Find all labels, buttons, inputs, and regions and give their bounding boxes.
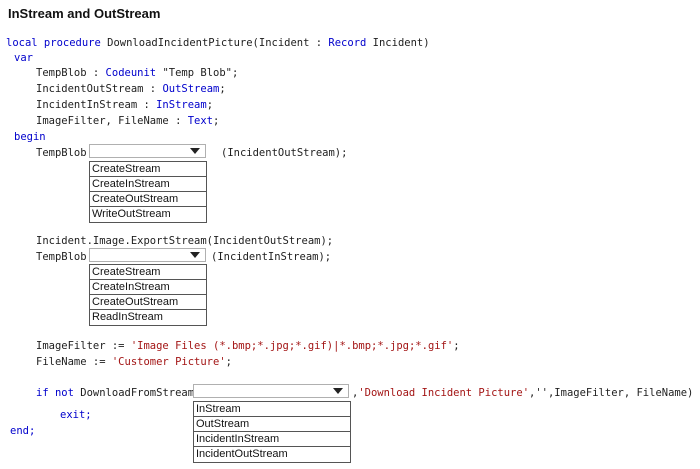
code-text: ; xyxy=(213,115,220,127)
code-line-if-rest: ,'Download Incident Picture','',ImageFil… xyxy=(352,386,700,400)
code-text: "Temp Blob"; xyxy=(156,67,239,79)
chevron-down-icon[interactable] xyxy=(190,148,200,154)
code-line-outstream: IncidentOutStream : OutStream; xyxy=(36,82,226,96)
code-text: DownloadIncidentPicture(Incident : xyxy=(100,37,329,49)
code-text: ImageFilter := xyxy=(36,340,131,352)
code-line-exit: exit; xyxy=(60,409,92,421)
code-text: ; xyxy=(219,83,226,95)
type-keyword: InStream xyxy=(156,99,207,111)
dropdown-2[interactable] xyxy=(89,248,206,262)
dropdown-3[interactable] xyxy=(193,384,349,398)
option[interactable]: ReadInStream xyxy=(92,311,163,323)
string-literal: 'Download Incident Picture' xyxy=(358,387,530,399)
code-text: ; xyxy=(225,356,232,368)
type-keyword: Text xyxy=(187,115,214,127)
code-line-imagefilter: ImageFilter := 'Image Files (*.bmp;*.jpg… xyxy=(36,339,460,353)
option[interactable]: CreateInStream xyxy=(90,280,206,295)
option[interactable]: InStream xyxy=(194,402,350,417)
option[interactable]: CreateStream xyxy=(90,162,206,177)
code-line-filename: FileName := 'Customer Picture'; xyxy=(36,355,232,369)
code-line-instream: IncidentInStream : InStream; xyxy=(36,98,213,112)
code-line-tb2-suffix: (IncidentInStream); xyxy=(211,251,332,263)
code-line-tb2-prefix: TempBlob. xyxy=(36,251,93,263)
code-line-if: if not DownloadFromStream( xyxy=(36,386,200,400)
code-line-export: Incident.Image.ExportStream(IncidentOutS… xyxy=(36,235,334,247)
code-text: DownloadFromStream( xyxy=(73,387,201,399)
code-line-procedure: local procedure DownloadIncidentPicture(… xyxy=(6,36,430,50)
code-line-end: end; xyxy=(10,425,36,437)
keyword: local procedure xyxy=(6,37,101,49)
code-line-begin: begin xyxy=(14,131,46,143)
code-text: TempBlob : xyxy=(36,67,106,79)
option[interactable]: CreateOutStream xyxy=(90,295,206,310)
code-text: Incident) xyxy=(366,37,430,49)
code-line-tb1-suffix: (IncidentOutStream); xyxy=(221,147,348,159)
dropdown-2-options: CreateStream CreateInStream CreateOutStr… xyxy=(89,264,207,326)
type-keyword: Codeunit xyxy=(105,67,157,79)
code-text: FileName := xyxy=(36,356,112,368)
code-text: IncidentOutStream : xyxy=(36,83,163,95)
type-keyword: Record xyxy=(328,37,367,49)
code-line-tempblob: TempBlob : Codeunit "Temp Blob"; xyxy=(36,66,238,80)
option[interactable]: CreateStream xyxy=(90,265,206,280)
code-text: ImageFilter, FileName : xyxy=(36,115,188,127)
option[interactable]: IncidentOutStream xyxy=(196,448,288,460)
dropdown-1[interactable] xyxy=(89,144,206,158)
chevron-down-icon[interactable] xyxy=(190,252,200,258)
code-text: IncidentInStream : xyxy=(36,99,157,111)
page-title: InStream and OutStream xyxy=(8,6,161,21)
string-literal: 'Image Files (*.bmp;*.jpg;*.gif)|*.bmp;*… xyxy=(130,340,454,352)
option[interactable]: CreateOutStream xyxy=(90,192,206,207)
code-text: , xyxy=(352,387,359,399)
code-text: ,'',ImageFilter, FileName) xyxy=(529,387,700,399)
option[interactable]: WriteOutStream xyxy=(92,208,171,220)
type-keyword: OutStream xyxy=(162,83,220,95)
code-text: ; xyxy=(206,99,214,111)
code-line-var: var xyxy=(14,52,33,64)
option[interactable]: CreateInStream xyxy=(90,177,206,192)
chevron-down-icon[interactable] xyxy=(333,388,343,394)
dropdown-1-options: CreateStream CreateInStream CreateOutStr… xyxy=(89,161,207,223)
code-line-filter: ImageFilter, FileName : Text; xyxy=(36,114,219,128)
code-line-tb1-prefix: TempBlob. xyxy=(36,147,93,159)
dropdown-3-options: InStream OutStream IncidentInStream Inci… xyxy=(193,401,351,463)
code-text: ; xyxy=(453,340,460,352)
option[interactable]: OutStream xyxy=(194,417,350,432)
string-literal: 'Customer Picture' xyxy=(111,356,226,368)
keyword: if not xyxy=(36,387,74,399)
option[interactable]: IncidentInStream xyxy=(194,432,350,447)
